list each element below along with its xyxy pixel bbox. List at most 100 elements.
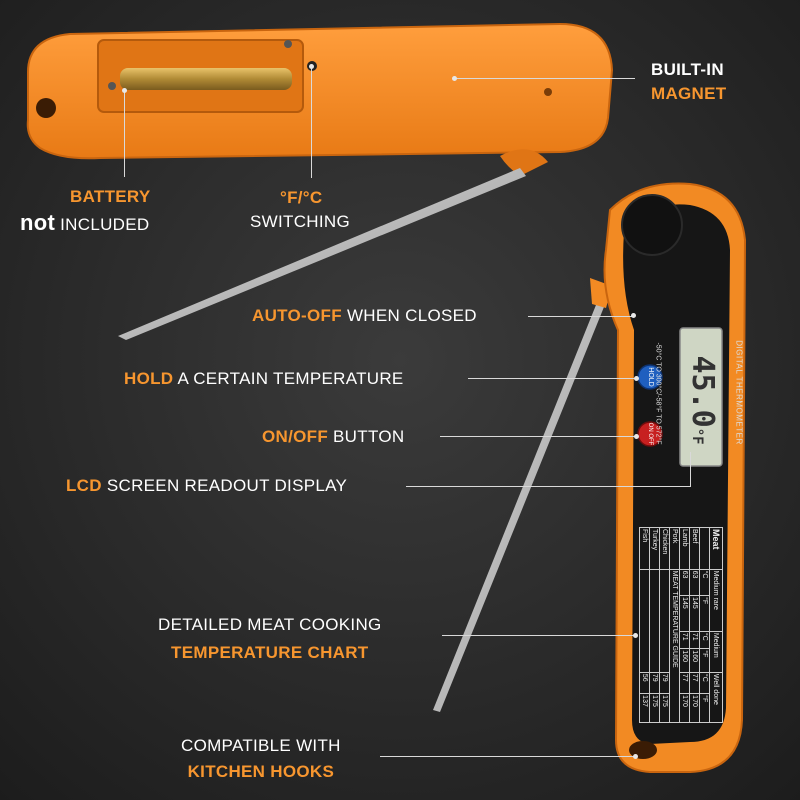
header-medium-rare: Medium rare bbox=[709, 569, 723, 632]
battery-not-word: not bbox=[20, 210, 56, 235]
table-cell: 77 bbox=[689, 672, 700, 694]
table-row: Pork MEAT TEMPERATURE GUIDE bbox=[669, 527, 680, 723]
table-cell: 137 bbox=[639, 693, 650, 723]
meat-name: Lamb bbox=[679, 527, 690, 570]
onoff-callout-dot bbox=[634, 434, 639, 439]
header-well-done: Well done bbox=[709, 672, 723, 723]
switching-line2: SWITCHING bbox=[250, 212, 350, 231]
lcd-callout: LCD SCREEN READOUT DISPLAY bbox=[66, 476, 347, 496]
table-cell: 71 bbox=[689, 631, 700, 649]
lcd-callout-vertical bbox=[690, 452, 691, 486]
unit-cell: °F bbox=[699, 693, 710, 723]
hold-callout-line bbox=[468, 378, 638, 379]
auto-off-callout-dot bbox=[631, 313, 636, 318]
unit-cell: °F bbox=[699, 595, 710, 632]
unit-cell: °C bbox=[699, 631, 710, 649]
chart-callout: DETAILED MEAT COOKING TEMPERATURE CHART bbox=[158, 611, 382, 667]
table-cell: 160 bbox=[679, 648, 690, 673]
unit-cell: °F bbox=[699, 648, 710, 673]
onoff-rest: BUTTON bbox=[333, 427, 405, 446]
lcd-unit: °F bbox=[689, 427, 705, 445]
meat-name: Beef bbox=[689, 527, 700, 570]
meat-name: Turkey bbox=[649, 527, 660, 570]
switching-callout-dot bbox=[309, 64, 314, 69]
table-cell: 79 bbox=[649, 672, 660, 694]
hold-callout-dot bbox=[634, 376, 639, 381]
hooks-callout-line bbox=[380, 756, 636, 757]
onoff-button[interactable]: ON OFF bbox=[647, 422, 653, 446]
table-cell: 56 bbox=[639, 672, 650, 694]
hold-rest: A CERTAIN TEMPERATURE bbox=[177, 369, 404, 388]
lcd-value: 45.0 bbox=[685, 355, 720, 428]
hold-accent: HOLD bbox=[124, 369, 174, 388]
magnet-callout-line bbox=[455, 78, 635, 79]
table-row: Beef 63 145 71 160 77 170 bbox=[689, 527, 700, 723]
table-cell: 175 bbox=[659, 693, 670, 723]
table-cell: 63 bbox=[689, 569, 700, 596]
hold-button[interactable]: HOLD bbox=[647, 367, 654, 387]
magnet-callout-dot bbox=[452, 76, 457, 81]
switching-callout-line bbox=[311, 68, 312, 178]
meat-name: Chicken bbox=[659, 527, 670, 570]
table-cell: 160 bbox=[689, 648, 700, 673]
table-cell: 175 bbox=[649, 693, 660, 723]
lcd-screen bbox=[679, 327, 723, 467]
meat-temperature-table: Meat Medium rare Medium Well done °C °F … bbox=[633, 527, 723, 723]
magnet-line2: MAGNET bbox=[651, 84, 727, 103]
table-cell: 145 bbox=[689, 595, 700, 632]
onoff-accent: ON/OFF bbox=[262, 427, 329, 446]
table-row: Chicken 79 175 bbox=[659, 527, 670, 723]
battery-line2: INCLUDED bbox=[60, 215, 150, 234]
table-cell: 145 bbox=[679, 595, 690, 632]
brand-label: DIGITAL THERMOMETER bbox=[734, 340, 744, 445]
battery-callout-dot bbox=[122, 88, 127, 93]
thermometer-front-view bbox=[433, 182, 747, 773]
table-row: Fish 56 137 bbox=[639, 527, 650, 723]
meat-name: Pork bbox=[669, 527, 680, 570]
hooks-line2: KITCHEN HOOKS bbox=[187, 762, 335, 781]
magnet-callout: BUILT-IN MAGNET bbox=[651, 58, 726, 106]
battery-line1: BATTERY bbox=[70, 187, 151, 206]
chart-line2: TEMPERATURE CHART bbox=[171, 643, 369, 662]
thermometer-back-view bbox=[26, 22, 614, 340]
table-cell: 71 bbox=[679, 631, 690, 649]
onoff-callout: ON/OFF BUTTON bbox=[262, 427, 404, 447]
battery-callout-line bbox=[124, 92, 125, 177]
meat-name: Fish bbox=[639, 527, 650, 570]
lcd-rest: SCREEN READOUT DISPLAY bbox=[106, 476, 348, 495]
battery-line2-wrap: not INCLUDED bbox=[20, 210, 150, 238]
chart-line1: DETAILED MEAT COOKING bbox=[158, 615, 382, 634]
table-cell: 170 bbox=[689, 693, 700, 723]
chart-callout-dot bbox=[633, 633, 638, 638]
table-guide: MEAT TEMPERATURE GUIDE bbox=[669, 569, 680, 723]
unit-cell: °C bbox=[699, 569, 710, 596]
lcd-reading: 45.0°F bbox=[684, 352, 720, 448]
hanging-hole bbox=[36, 98, 56, 118]
table-cell: 63 bbox=[679, 569, 690, 596]
unit-cell: °C bbox=[699, 672, 710, 694]
hooks-callout: COMPATIBLE WITH KITCHEN HOOKS bbox=[181, 733, 341, 785]
lcd-callout-line bbox=[406, 486, 691, 487]
table-row: Lamb 63 145 71 160 77 170 bbox=[679, 527, 690, 723]
table-title: Meat bbox=[709, 527, 723, 570]
auto-off-callout: AUTO-OFF WHEN CLOSED bbox=[252, 306, 477, 326]
table-cell: 77 bbox=[679, 672, 690, 694]
hold-callout: HOLD A CERTAIN TEMPERATURE bbox=[124, 369, 404, 389]
hooks-callout-dot bbox=[633, 754, 638, 759]
table-row: Turkey 79 175 bbox=[649, 527, 660, 723]
header-medium: Medium bbox=[709, 631, 723, 673]
chart-callout-line bbox=[442, 635, 636, 636]
auto-off-callout-line bbox=[528, 316, 634, 317]
table-cell: 170 bbox=[679, 693, 690, 723]
magnet-line1: BUILT-IN bbox=[651, 60, 724, 79]
onoff-callout-line bbox=[440, 436, 638, 437]
switching-callout: °F/°C SWITCHING bbox=[250, 186, 350, 234]
battery-icon bbox=[120, 68, 292, 90]
table-cell: 79 bbox=[659, 672, 670, 694]
hooks-line1: COMPATIBLE WITH bbox=[181, 736, 341, 755]
battery-callout: BATTERY not INCLUDED bbox=[20, 184, 150, 238]
lcd-accent: LCD bbox=[66, 476, 102, 495]
switching-line1: °F/°C bbox=[280, 188, 323, 207]
auto-off-rest: WHEN CLOSED bbox=[346, 306, 477, 325]
